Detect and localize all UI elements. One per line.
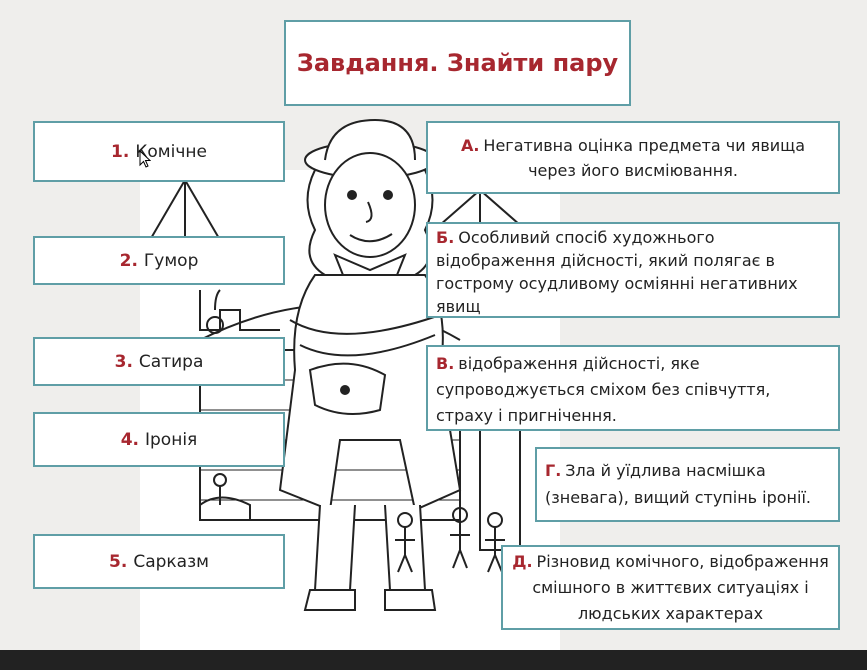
definition-text: Особливий спосіб художнього відображення… [436,228,798,316]
term-card-4[interactable]: 4. Іронія [33,412,285,467]
definition-card-b[interactable]: Б.Особливий спосіб художнього відображен… [426,222,840,318]
definition-letter: А. [460,136,480,155]
term-label: Іронія [145,429,198,450]
title-box: Завдання. Знайти пару [284,20,631,106]
term-number: 4. [120,429,139,450]
definition-letter: Г. [545,461,562,480]
term-number: 2. [119,250,138,271]
definition-letter: Б. [436,228,455,247]
bottom-bar [0,650,867,670]
term-card-1[interactable]: 1. Комічне [33,121,285,182]
definition-card-v[interactable]: В.відображення дійсності, яке супроводжу… [426,345,840,431]
page-title: Завдання. Знайти пару [296,49,619,77]
definition-text: відображення дійсності, яке супроводжуєт… [436,354,771,425]
term-number: 3. [114,351,133,372]
definition-card-d[interactable]: Д.Різновид комічного, відображення смішн… [501,545,840,630]
definition-letter: В. [436,354,455,373]
term-label: Сатира [138,351,204,372]
term-card-2[interactable]: 2. Гумор [33,236,285,285]
definition-card-g[interactable]: Г.Зла й уїдлива насмішка (зневага), вищи… [535,447,840,522]
definition-card-a[interactable]: А.Негативна оцінка предмета чи явища чер… [426,121,840,194]
term-card-5[interactable]: 5. Сарказм [33,534,285,589]
definition-text: Зла й уїдлива насмішка (зневага), вищий … [545,461,811,507]
term-label: Комічне [135,141,207,162]
term-number: 1. [111,141,130,162]
term-card-3[interactable]: 3. Сатира [33,337,285,386]
term-label: Сарказм [133,551,209,572]
term-label: Гумор [143,250,199,271]
definition-letter: Д. [512,552,533,571]
definition-text: Негативна оцінка предмета чи явища через… [483,136,806,180]
definition-text: Різновид комічного, відображення смішног… [532,552,829,623]
slide: Завдання. Знайти пару 1. Комічне 2. Гумо… [0,0,867,650]
mouse-pointer-icon [139,150,151,168]
term-number: 5. [109,551,128,572]
